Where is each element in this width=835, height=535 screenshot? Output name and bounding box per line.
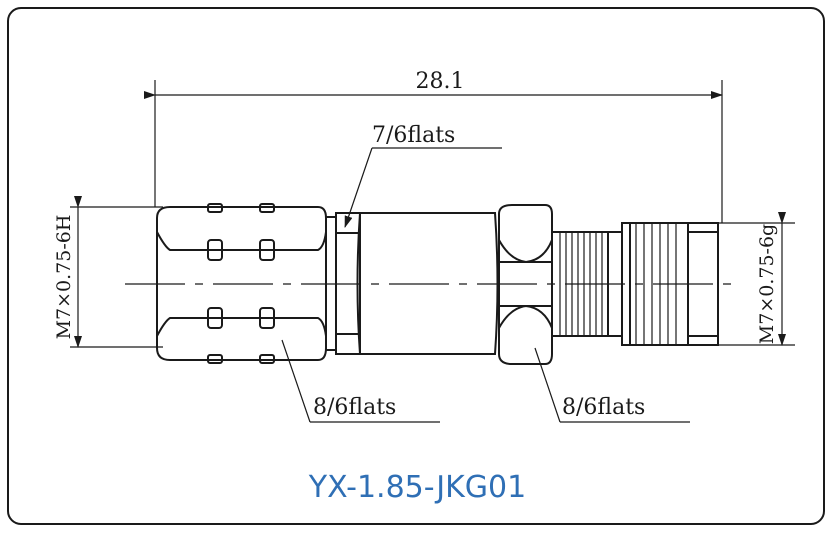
flats-right-label: 8/6flats [562,395,645,420]
right-hex-nut [498,204,553,365]
right-threaded-end [621,222,719,346]
flats-top-leader [344,147,502,228]
overall-length-dimension [144,80,723,223]
flats-left-leader [281,339,440,423]
model-number-caption: YX-1.85-JKG01 [308,470,527,505]
flats-right-leader [534,347,690,423]
right-thread-dimension [690,212,795,346]
flats-top-label: 7/6flats [372,123,455,148]
left-thread-label: M7×0.75-6H [53,215,75,340]
threaded-neck [551,231,623,337]
flats-left-label: 8/6flats [313,395,396,420]
left-thread-dimension [70,196,163,348]
flats-collar [325,212,361,355]
left-hex-nut [156,203,327,364]
overall-length-label: 28.1 [416,69,465,94]
right-thread-label: M7×0.75-6g [756,224,778,344]
body-barrel [356,212,499,355]
